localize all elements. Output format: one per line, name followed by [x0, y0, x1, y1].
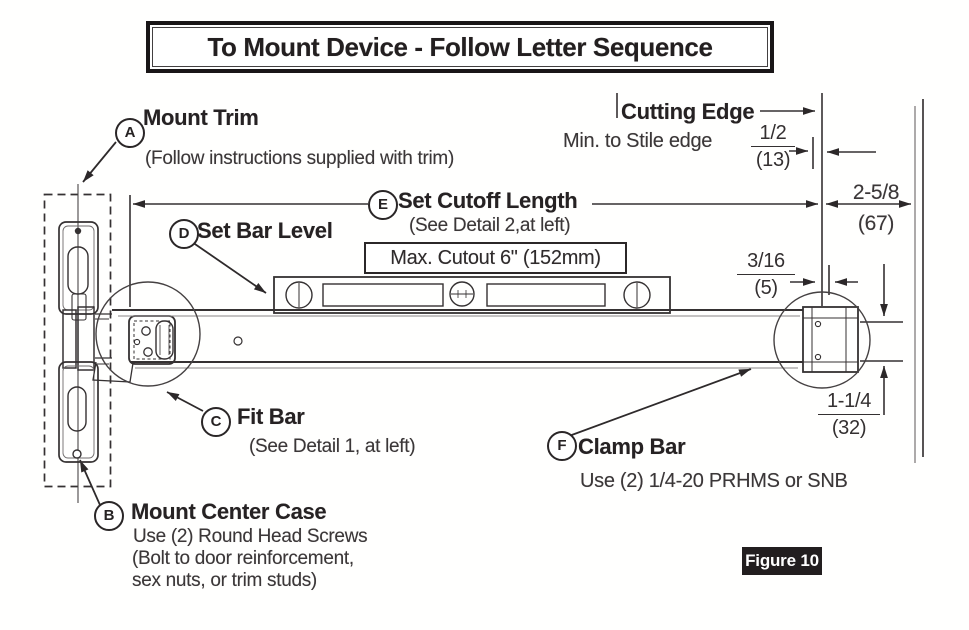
cutting-edge-label: Cutting Edge [621, 99, 755, 124]
step-f-note: Use (2) 1/4-20 PRHMS or SNB [580, 470, 848, 492]
step-f-label: Clamp Bar [578, 434, 686, 459]
bar-height-inches: 1-1/4 [818, 390, 880, 415]
reveal-dimension: 3/16 (5) [737, 250, 795, 300]
push-bar-drawing [112, 309, 803, 369]
step-letter-e: E [368, 190, 398, 220]
step-a-label: Mount Trim [143, 105, 259, 130]
step-c-label: Fit Bar [237, 404, 305, 429]
max-cutout-text: Max. Cutout 6" (152mm) [390, 246, 601, 269]
clamp-end-cap-drawing [802, 306, 859, 373]
max-cutout-callout-box: Max. Cutout 6" (152mm) [364, 242, 627, 274]
bar-height-dimension: 1-1/4 (32) [818, 390, 880, 440]
door-stile-edge-lines [914, 99, 924, 463]
page-title: To Mount Device - Follow Letter Sequence [152, 27, 768, 67]
step-c-note: (See Detail 1, at left) [249, 436, 416, 457]
step-letter-f: F [547, 431, 577, 461]
min-stile-dimension: 1/2 (13) [751, 122, 795, 172]
title-box: To Mount Device - Follow Letter Sequence [146, 21, 774, 73]
step-d-label: Set Bar Level [197, 218, 333, 243]
dimension-lines [129, 93, 912, 415]
step-b-note-2: (Bolt to door reinforcement, [132, 548, 354, 569]
step-b-note-3: sex nuts, or trim studs) [132, 570, 317, 591]
step-b-note-1: Use (2) Round Head Screws [133, 526, 368, 547]
detail-callout-circles [95, 281, 871, 389]
level-tool-drawing [273, 276, 671, 314]
min-stile-inches: 1/2 [751, 122, 795, 147]
bar-height-mm: (32) [831, 417, 867, 439]
step-a-note: (Follow instructions supplied with trim) [145, 148, 454, 169]
figure-number-badge: Figure 10 [742, 547, 822, 575]
figure-number-label: Figure 10 [745, 551, 819, 570]
reveal-inches: 3/16 [737, 250, 795, 275]
step-b-label: Mount Center Case [131, 499, 327, 524]
step-letter-a: A [115, 118, 145, 148]
step-e-label: Set Cutoff Length [398, 188, 578, 213]
step-letter-d: D [169, 219, 199, 249]
step-letter-c: C [201, 407, 231, 437]
center-case-drawing [128, 315, 176, 365]
edge-offset-inches: 2-5/8 [852, 181, 900, 204]
min-stile-label: Min. to Stile edge [563, 130, 713, 152]
min-stile-mm: (13) [755, 149, 791, 171]
edge-offset-mm: (67) [857, 212, 895, 235]
leader-lines [79, 141, 752, 506]
trim-assembly-drawing [43, 184, 134, 503]
step-e-note: (See Detail 2,at left) [409, 215, 571, 236]
reveal-mm: (5) [754, 277, 778, 299]
step-letter-b: B [94, 501, 124, 531]
